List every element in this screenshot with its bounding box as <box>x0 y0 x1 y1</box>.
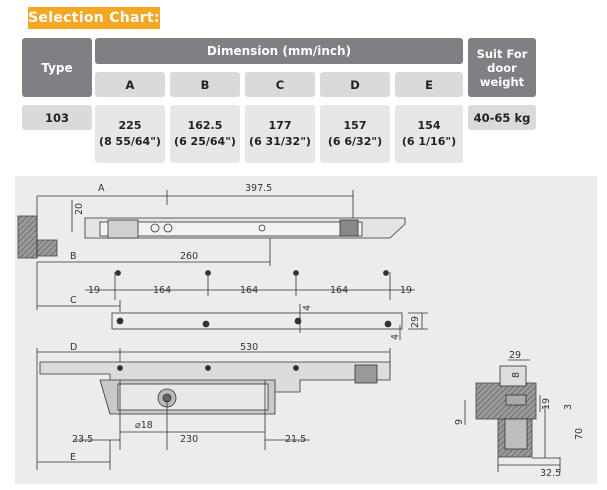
plate-hole <box>294 317 302 325</box>
label-32-5: 32.5 <box>540 468 561 479</box>
label-20: 20 <box>74 203 85 215</box>
dimension-header-label: Dimension (mm/inch) <box>206 44 352 58</box>
value-d: 157 (6 6/32") <box>320 105 390 163</box>
value-b-inch: (6 25/64") <box>174 135 236 148</box>
label-e: E <box>70 452 76 463</box>
type-header: Type <box>22 38 92 97</box>
column-header-e: E <box>395 72 463 97</box>
label-19-right: 19 <box>400 285 412 296</box>
column-header-b: B <box>170 72 240 97</box>
closer-roller <box>354 364 378 384</box>
weight-header-line3: weight <box>479 74 525 89</box>
weight-value-label: 40-65 kg <box>473 110 531 125</box>
hole <box>383 270 389 276</box>
label-397: 397.5 <box>245 183 272 194</box>
type-header-label: Type <box>41 60 73 75</box>
plate-hole <box>384 320 392 328</box>
side-bracket <box>499 365 527 387</box>
value-c-inch: (6 31/32") <box>249 135 311 148</box>
column-header-c: C <box>245 72 315 97</box>
weight-header-line1: Suit For <box>476 46 528 61</box>
arm-pivot <box>163 223 173 233</box>
weight-header-line2: door <box>487 60 517 75</box>
label-d: D <box>70 342 77 353</box>
hole <box>293 270 299 276</box>
column-b-label: B <box>200 77 210 92</box>
value-e-mm: 154 <box>417 119 441 132</box>
closer-cylinder <box>117 383 269 411</box>
value-e: 154 (6 1/16") <box>395 105 463 163</box>
label-164-c: 164 <box>330 285 348 296</box>
weight-value: 40-65 kg <box>468 105 536 130</box>
value-a-mm: 225 <box>118 119 142 132</box>
value-a-inch: (8 55/64") <box>99 135 161 148</box>
value-d-mm: 157 <box>343 119 367 132</box>
technical-drawing: A 397.5 20 B 260 19 164 164 164 19 C 4 2… <box>15 176 597 484</box>
label-19-side: 19 <box>541 398 552 410</box>
label-530: 530 <box>240 342 258 353</box>
arm-channel <box>99 221 363 237</box>
arm-screw <box>258 224 266 232</box>
type-value-label: 103 <box>44 110 69 125</box>
label-c: C <box>70 295 77 306</box>
value-e-inch: (6 1/16") <box>401 135 457 148</box>
value-c-mm: 177 <box>268 119 292 132</box>
label-260: 260 <box>180 251 198 262</box>
hole <box>115 270 121 276</box>
label-19-left: 19 <box>88 285 100 296</box>
wall-step <box>36 239 58 257</box>
weight-header: Suit For door weight <box>468 38 536 97</box>
label-29-plate: 29 <box>410 316 421 328</box>
plate-hole <box>202 320 210 328</box>
arm-pivot <box>150 223 160 233</box>
label-4-top: 4 <box>302 305 313 311</box>
column-header-a: A <box>95 72 165 97</box>
mounting-plate <box>111 312 403 330</box>
arm-end-roller <box>339 219 359 237</box>
label-b: B <box>70 251 77 262</box>
label-3: 3 <box>563 404 574 410</box>
column-a-label: A <box>125 77 135 92</box>
value-b: 162.5 (6 25/64") <box>170 105 240 163</box>
rail-hole <box>117 365 123 371</box>
label-8: 8 <box>511 372 522 378</box>
type-value: 103 <box>22 105 92 130</box>
column-d-label: D <box>350 77 360 92</box>
value-b-mm: 162.5 <box>187 119 223 132</box>
wall-hatch <box>17 215 38 259</box>
drawing-svg: A 397.5 20 B 260 19 164 164 164 19 C 4 2… <box>17 183 585 479</box>
rail-hole <box>293 365 299 371</box>
selection-chart-title: Selection Chart: <box>28 7 160 29</box>
label-21-5: 21.5 <box>285 434 306 445</box>
column-header-d: D <box>320 72 390 97</box>
label-70: 70 <box>574 428 585 440</box>
column-c-label: C <box>275 77 285 92</box>
hole <box>205 270 211 276</box>
column-e-label: E <box>425 77 433 92</box>
label-9: 9 <box>454 419 465 425</box>
label-4-bottom: 4 <box>390 334 401 340</box>
label-164-b: 164 <box>240 285 258 296</box>
side-roller <box>505 394 527 406</box>
value-a: 225 (8 55/64") <box>95 105 165 163</box>
label-164-a: 164 <box>153 285 171 296</box>
value-d-inch: (6 6/32") <box>327 135 383 148</box>
label-a: A <box>98 183 105 194</box>
plate-hole <box>116 317 124 325</box>
side-closer <box>504 418 528 450</box>
rail-hole <box>205 365 211 371</box>
label-23-5: 23.5 <box>72 434 93 445</box>
value-c: 177 (6 31/32") <box>245 105 315 163</box>
label-dia-18: ⌀18 <box>135 420 153 431</box>
arm-bracket <box>107 219 139 239</box>
dimension-header: Dimension (mm/inch) <box>95 38 463 64</box>
label-29-side: 29 <box>509 350 521 361</box>
label-230: 230 <box>180 434 198 445</box>
